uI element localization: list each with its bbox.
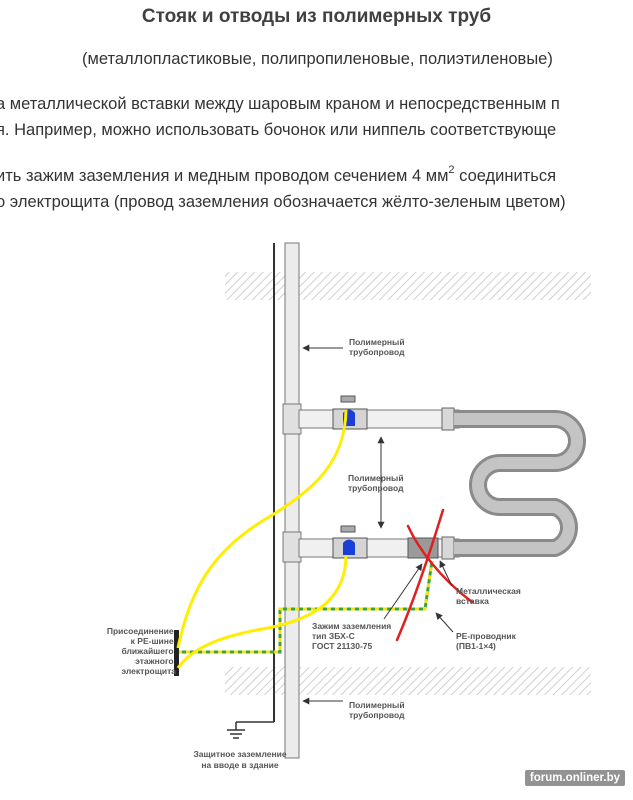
page-subtitle: (металлопластиковые, полипропиленовые, п… bbox=[82, 50, 553, 68]
watermark: forum.onliner.by bbox=[524, 770, 625, 786]
superscript-2: 2 bbox=[448, 164, 455, 176]
ball-valve-upper bbox=[332, 395, 368, 430]
ground-symbol bbox=[227, 722, 245, 739]
pe-bus bbox=[174, 630, 179, 676]
page-title: Стояк и отводы из полимерных труб bbox=[141, 6, 492, 27]
ball-valve-lower bbox=[332, 525, 368, 559]
branch-upper bbox=[298, 409, 460, 429]
ceiling-slab-top bbox=[225, 272, 591, 300]
text-line-4: о электрощита (провод заземления обознач… bbox=[0, 193, 566, 211]
red-cross-mark bbox=[395, 508, 474, 642]
text-line-1: а металлической вставки между шаровым кр… bbox=[0, 95, 560, 113]
yellow-annotation-wire-1 bbox=[176, 409, 348, 649]
pe-wire bbox=[178, 560, 434, 654]
ceiling-slab-bottom bbox=[225, 667, 591, 695]
text-line-3: ить зажим заземления и медным проводом с… bbox=[0, 164, 557, 185]
text-line-2: я. Например, можно использовать бочонок … bbox=[0, 121, 557, 139]
yellow-annotation-wire-2 bbox=[176, 554, 348, 669]
label-pe-connection: Присоединение к РЕ-шине ближайшего этажн… bbox=[107, 626, 176, 676]
label-pe-conductor: РЕ-проводник(ПВ1-1×4) bbox=[456, 631, 517, 651]
